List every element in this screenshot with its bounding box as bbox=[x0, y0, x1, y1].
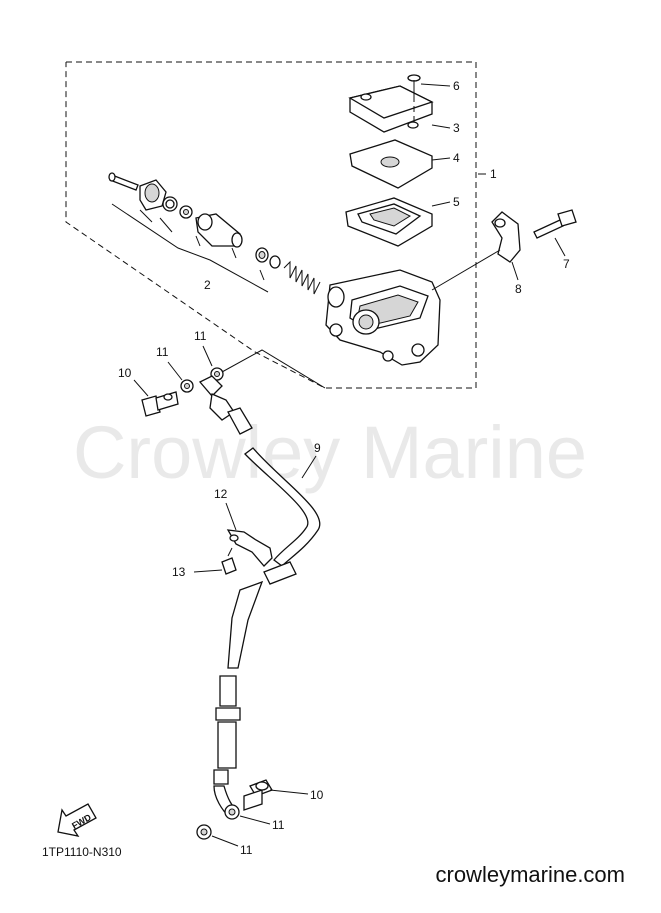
callout-8: 8 bbox=[515, 282, 522, 296]
site-url: crowleymarine.com bbox=[436, 862, 626, 887]
callout-5: 5 bbox=[453, 195, 460, 209]
reservoir-cap bbox=[348, 85, 434, 133]
callout-12: 12 bbox=[214, 487, 228, 501]
callout-4: 4 bbox=[453, 151, 460, 165]
cap-screw bbox=[407, 74, 421, 122]
callout-10-upper: 10 bbox=[118, 366, 132, 380]
callout-11-c: 11 bbox=[272, 818, 285, 832]
brake-hose bbox=[198, 375, 321, 819]
diaphragm bbox=[345, 197, 433, 247]
diagram-code: 1TP1110-N310 bbox=[42, 845, 122, 859]
callout-6: 6 bbox=[453, 79, 460, 93]
union-bolt-upper bbox=[141, 391, 179, 417]
union-bolt-lower bbox=[243, 779, 273, 811]
master-cylinder-body bbox=[325, 269, 441, 366]
assembly-boundary bbox=[65, 61, 477, 389]
callout-1: 1 bbox=[490, 167, 497, 181]
fwd-arrow-icon: FWD bbox=[57, 803, 97, 837]
callout-7: 7 bbox=[563, 257, 570, 271]
callout-9: 9 bbox=[314, 441, 321, 455]
watermark-text: Crowley Marine bbox=[73, 411, 587, 494]
callout-13: 13 bbox=[172, 565, 186, 579]
callout-11-b: 11 bbox=[194, 329, 207, 343]
holder-bolt bbox=[533, 209, 577, 239]
piston-kit bbox=[108, 172, 321, 295]
holder-clamp bbox=[491, 211, 521, 263]
guide-screw bbox=[221, 547, 237, 575]
callout-11-d: 11 bbox=[240, 843, 253, 857]
callout-11-a: 11 bbox=[156, 345, 169, 359]
callout-10-lower: 10 bbox=[310, 788, 324, 802]
hose-guide bbox=[226, 529, 273, 567]
callout-3: 3 bbox=[453, 121, 460, 135]
diaphragm-plate bbox=[349, 139, 433, 189]
callout-2: 2 bbox=[204, 278, 211, 292]
